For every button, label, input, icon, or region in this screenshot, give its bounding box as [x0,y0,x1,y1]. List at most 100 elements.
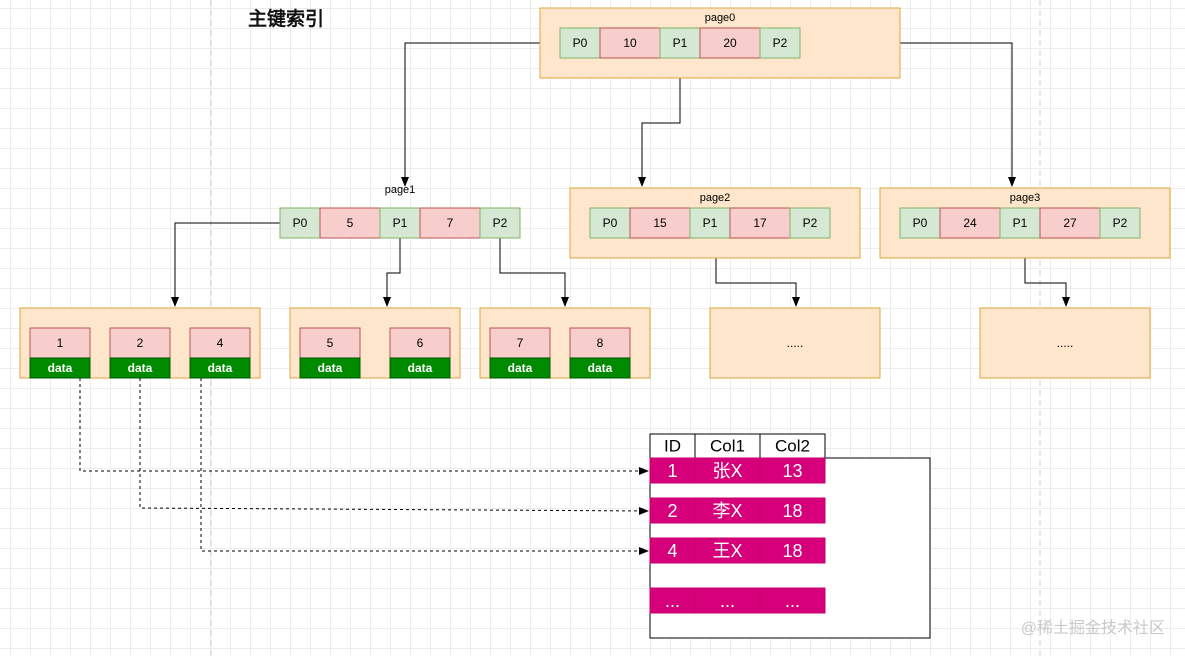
pointer-label: P0 [293,216,308,230]
diagram-title: 主键索引 [248,9,325,30]
key-label: 17 [753,216,767,230]
table-row-cell [649,537,696,564]
pointer-label: P0 [913,216,928,230]
watermark: @稀土掘金技术社区 [1020,620,1165,637]
table-row-cell [759,587,826,614]
leaf-data-cell [109,357,171,379]
pointer-cell [759,27,801,59]
pointer-arrow [499,238,569,307]
leaf-box [979,307,1151,379]
leaf-data-cell [189,357,251,379]
leaf-box [709,307,881,379]
table-row-cell [649,497,696,524]
table-row-cell [694,587,761,614]
leaf-placeholder: ..... [787,336,804,350]
leaf-key-cell [29,327,91,359]
leaf-node-4: ..... [709,307,881,379]
leaf-key-label: 5 [327,336,334,350]
table-row-cell [759,497,826,524]
leaf-node-3: 7 data 8 data [479,307,651,379]
key-label: 24 [963,216,977,230]
leaf-key-cell [109,327,171,359]
key-label: 20 [723,36,737,50]
pointer-label: P2 [773,36,788,50]
pointer-label: P1 [673,36,688,50]
leaf-data-cell [29,357,91,379]
table-row-label: 18 [782,541,802,561]
pointer-label: P0 [603,216,618,230]
leaf-data-cell [299,357,361,379]
leaf-data-label: data [588,361,613,375]
table-row-label: 李X [712,501,742,521]
leaf-data-label: data [208,361,233,375]
data-row-link [79,378,649,475]
pointer-arrow [401,42,560,187]
pointer-cell [1099,207,1141,239]
table-row-cell [759,457,826,484]
leaf-data-cell [569,357,631,379]
key-cell [729,207,791,239]
key-label: 7 [447,216,454,230]
leaf-key-label: 8 [597,336,604,350]
page-label: page2 [700,192,731,204]
pointer-arrow [1024,258,1070,307]
table-row-label: 4 [667,541,677,561]
table-row-label: ... [665,591,680,611]
leaf-data-label: data [48,361,73,375]
leaf-data-cell [489,357,551,379]
leaf-data-label: data [128,361,153,375]
leaf-key-label: 2 [137,336,144,350]
data-row-link [200,378,649,555]
pointer-cell [899,207,941,239]
table-row-label: 18 [782,501,802,521]
pointer-arrow [638,58,681,187]
table-row-label: 1 [667,461,677,481]
key-cell [629,207,691,239]
table-row-cell [694,537,761,564]
pointer-label: P2 [493,216,508,230]
pointer-cell [999,207,1041,239]
key-label: 5 [347,216,354,230]
table-header-label: Col1 [710,437,745,456]
pointer-arrow [383,238,401,307]
table-header-label: ID [664,437,681,456]
pointer-label: P1 [393,216,408,230]
pointer-arrow [171,222,280,307]
leaf-key-label: 1 [57,336,64,350]
pointer-cell [479,207,521,239]
leaf-data-label: data [408,361,433,375]
table-row-cell [759,537,826,564]
table-row-label: ... [720,591,735,611]
leaf-key-label: 7 [517,336,524,350]
pointer-label: P1 [703,216,718,230]
data-row-link [139,378,649,515]
key-label: 10 [623,36,637,50]
pointer-arrow [715,258,800,307]
key-cell [319,207,381,239]
leaf-data-label: data [508,361,533,375]
leaf-key-cell [299,327,361,359]
leaf-key-label: 4 [217,336,224,350]
key-label: 27 [1063,216,1077,230]
key-cell [1039,207,1101,239]
pointer-cell [689,207,731,239]
key-label: 15 [653,216,667,230]
leaf-node-1: 1 data 2 data 4 data [19,307,261,379]
leaf-node-5: ..... [979,307,1151,379]
pointer-cell [279,207,321,239]
pointer-cell [789,207,831,239]
table-row-cell [649,457,696,484]
pointer-cell [379,207,421,239]
pointer-cell [589,207,631,239]
pointer-label: P2 [1113,216,1128,230]
table-row-label: ... [785,591,800,611]
pointer-label: P1 [1013,216,1028,230]
leaf-data-cell [389,357,451,379]
